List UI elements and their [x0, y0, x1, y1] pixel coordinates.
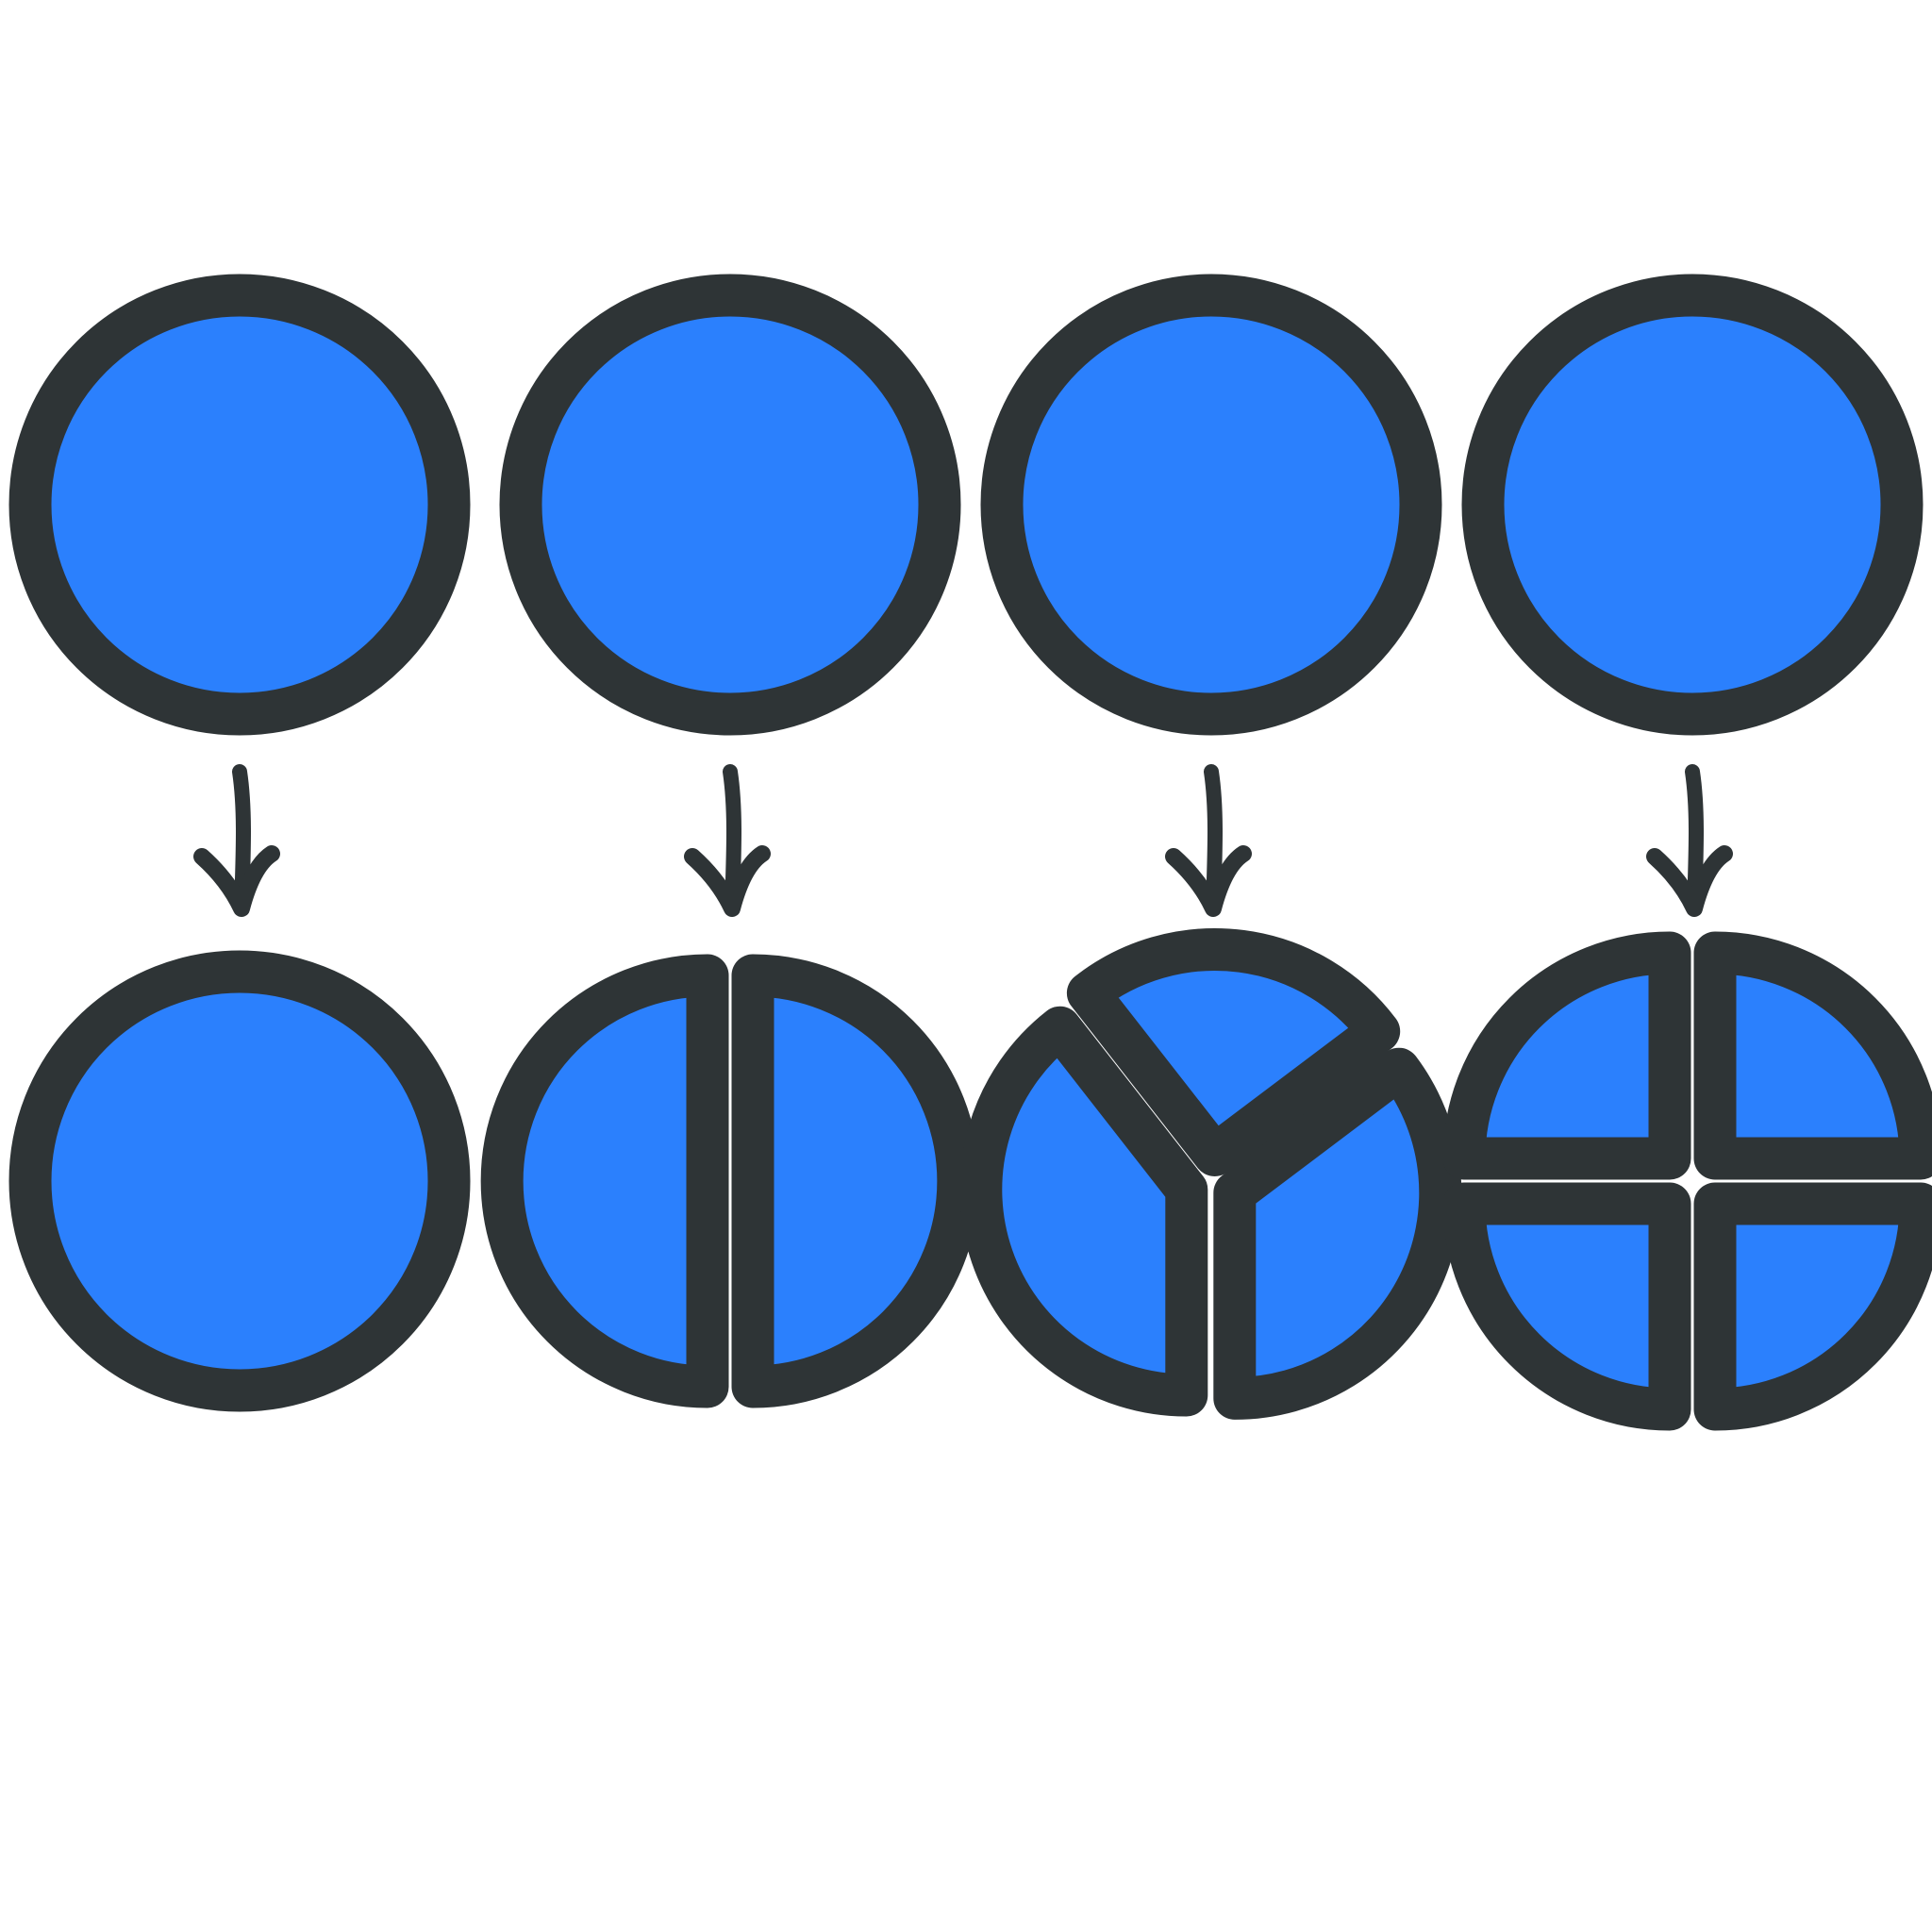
circle-piece — [1442, 1182, 1691, 1431]
down-arrow-icon — [1165, 764, 1252, 917]
circle-piece — [1213, 1047, 1462, 1420]
circle-piece — [959, 1006, 1208, 1417]
whole-circles-row — [8, 274, 1924, 736]
circle-piece — [480, 954, 729, 1408]
circle-piece — [1693, 1182, 1932, 1431]
circle-piece — [1066, 928, 1401, 1176]
whole-circle-2 — [499, 274, 961, 736]
arrows-row — [193, 764, 1733, 917]
divided-circle-4 — [1442, 931, 1932, 1431]
whole-circle-4 — [1461, 274, 1924, 736]
divided-circle-3 — [959, 928, 1462, 1420]
down-arrow-icon — [684, 764, 771, 917]
whole-circle-1 — [8, 274, 471, 736]
divided-circles-row — [8, 928, 1932, 1431]
whole-circle-3 — [980, 274, 1442, 736]
down-arrow-icon — [193, 764, 280, 917]
circle-piece — [1442, 931, 1691, 1180]
divided-circle-1 — [8, 950, 471, 1412]
circle-piece — [731, 954, 980, 1408]
divided-circle-2 — [480, 954, 980, 1408]
down-arrow-icon — [1646, 764, 1733, 917]
circle-piece — [1693, 931, 1932, 1180]
circle-piece — [8, 950, 471, 1412]
